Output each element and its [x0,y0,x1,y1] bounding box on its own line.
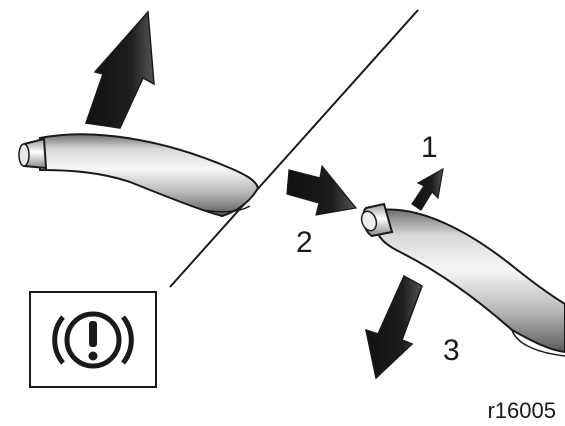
figure-reference-code: r16005 [487,398,556,423]
lever-left [18,133,260,218]
pull-up-arrow [84,10,155,129]
step-3-label: 3 [443,334,460,367]
push-button-arrow [286,164,358,216]
pull-slightly-arrow [411,167,444,211]
lever-right [360,202,565,357]
parking-brake-warning-icon [29,291,157,388]
divider-line [169,9,419,288]
step-2-label: 2 [296,226,313,259]
lower-lever-arrow [364,274,423,380]
step-1-label: 1 [421,131,438,164]
